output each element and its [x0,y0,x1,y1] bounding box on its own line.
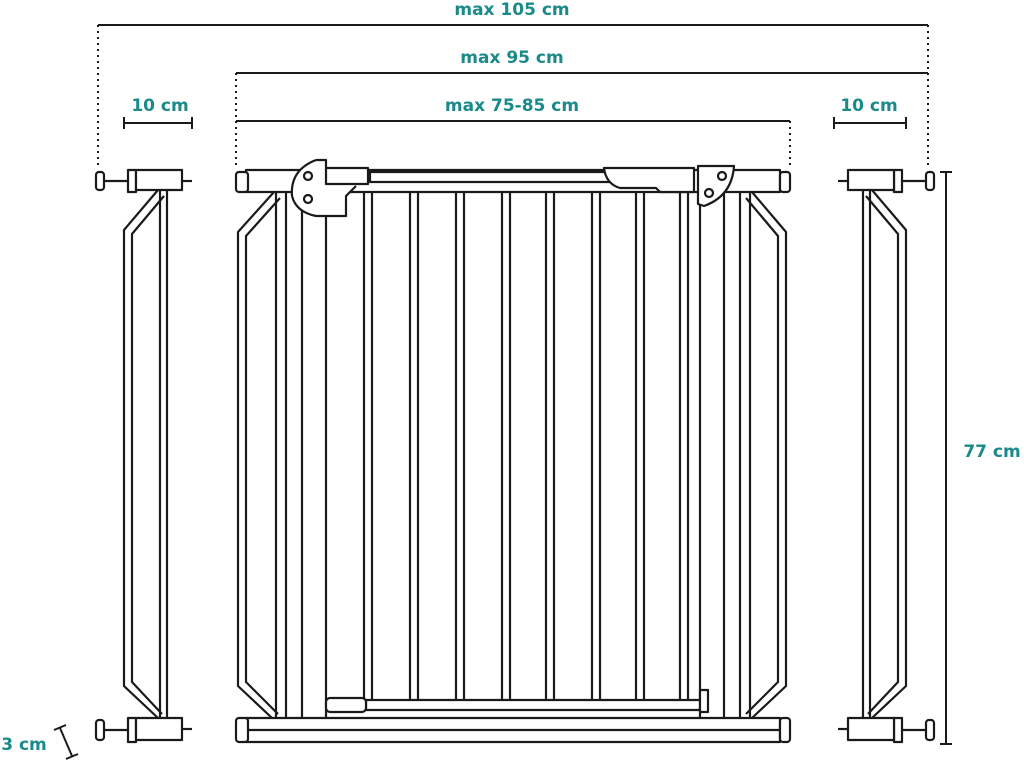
label-max-105: max 105 cm [454,0,569,20]
label-left-10cm: 10 cm [131,96,188,116]
hinge-bracket [290,158,370,218]
left-extension [94,168,194,744]
dimension-lines [53,24,952,760]
label-right-10cm: 10 cm [840,96,897,116]
latch-handle [602,164,736,208]
gate-bars [362,184,690,700]
label-depth-3cm: 3 cm [1,735,47,755]
label-max-95: max 95 cm [460,48,563,68]
main-gate [234,158,792,744]
label-height-77cm: 77 cm [963,442,1020,462]
right-extension [836,168,936,744]
frame-posts [274,192,752,730]
label-max-75-85: max 75-85 cm [445,96,579,116]
